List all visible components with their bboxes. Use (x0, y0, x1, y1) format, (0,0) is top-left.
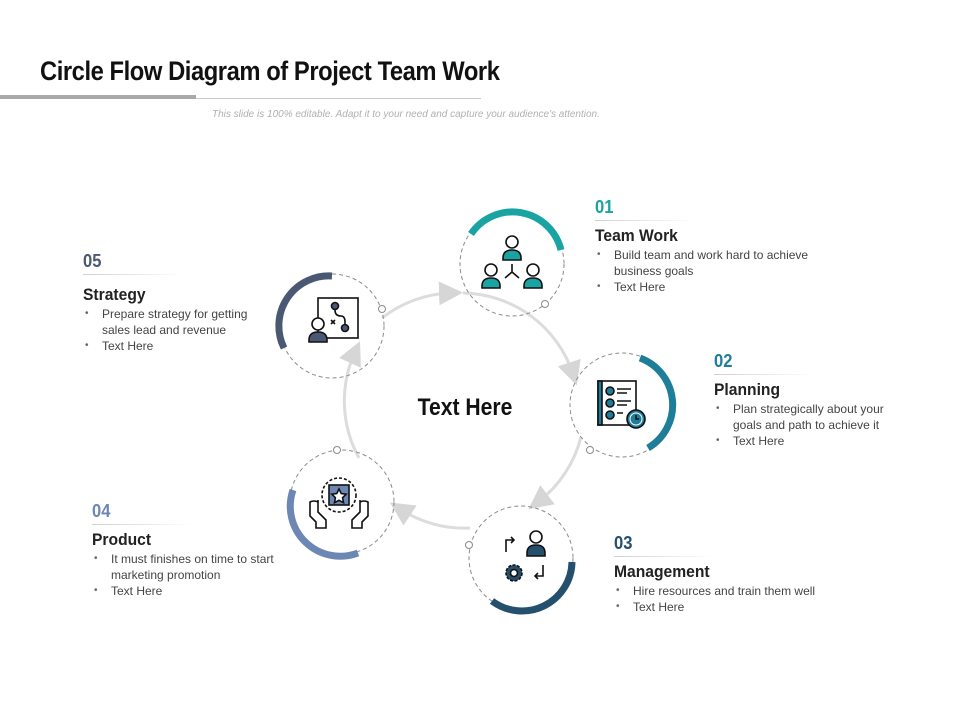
step-bullets: Plan strategically about your goals and … (714, 401, 899, 449)
step-title: Management (614, 562, 710, 581)
step-divider (83, 274, 183, 275)
step-title: Product (92, 530, 152, 549)
flow-arrow-4-5 (339, 341, 361, 459)
step-bullets: Prepare strategy for getting sales lead … (83, 306, 268, 354)
slide-subtitle: This slide is 100% editable. Adapt it to… (212, 109, 600, 120)
flow-arrow-1-2 (462, 291, 581, 386)
step-number: 04 (92, 501, 111, 521)
person-gear-cycle-icon (505, 530, 546, 582)
step-divider (595, 220, 695, 221)
flow-arrow-5-1 (381, 281, 463, 320)
node-management (465, 505, 576, 615)
step-divider (92, 524, 192, 525)
team-network-icon (481, 235, 543, 289)
node-team-work (459, 208, 565, 317)
bullet: Text Here (595, 279, 825, 295)
bullet: It must finishes on time to start market… (92, 551, 292, 583)
node-product (286, 446, 395, 560)
bullet: Plan strategically about your goals and … (714, 401, 899, 433)
step-number: 01 (595, 197, 614, 217)
flow-arrow-3-4 (389, 502, 471, 530)
flow-arrow-2-3 (528, 436, 583, 510)
step-divider (714, 374, 814, 375)
bullet: Hire resources and train them well (614, 583, 844, 599)
step-planning: 02 Planning Plan strategically about you… (714, 351, 899, 449)
title-underline-thin (196, 98, 481, 99)
step-management: 03 Management Hire resources and train t… (614, 533, 844, 615)
step-number: 03 (614, 533, 633, 553)
bullet: Build team and work hard to achieve busi… (595, 247, 825, 279)
bullet: Text Here (92, 583, 292, 599)
step-title: Strategy (83, 285, 146, 304)
hands-star-box-icon (309, 477, 369, 529)
node-planning (569, 352, 677, 458)
step-strategy: 05 Strategy Prepare strategy for getting… (83, 251, 268, 354)
step-title: Team Work (595, 226, 678, 245)
checklist-clock-icon (597, 380, 646, 429)
step-team-work: 01 Team Work Build team and work hard to… (595, 197, 825, 295)
bullet: Prepare strategy for getting sales lead … (83, 306, 268, 338)
step-divider (614, 556, 714, 557)
step-bullets: Hire resources and train them well Text … (614, 583, 844, 615)
bullet: Text Here (614, 599, 844, 615)
step-number: 05 (83, 251, 102, 271)
strategy-board-icon (308, 297, 359, 343)
flow-ring (339, 281, 583, 530)
step-bullets: Build team and work hard to achieve busi… (595, 247, 825, 295)
step-number: 02 (714, 351, 733, 371)
bullet: Text Here (714, 433, 899, 449)
node-strategy (275, 272, 386, 379)
step-title: Planning (714, 380, 781, 399)
step-product: 04 Product It must finishes on time to s… (92, 501, 292, 599)
step-bullets: It must finishes on time to start market… (92, 551, 292, 599)
bullet: Text Here (83, 338, 268, 354)
title-underline-thick (0, 95, 196, 99)
center-label: Text Here (417, 394, 513, 421)
slide-title: Circle Flow Diagram of Project Team Work (40, 56, 500, 86)
